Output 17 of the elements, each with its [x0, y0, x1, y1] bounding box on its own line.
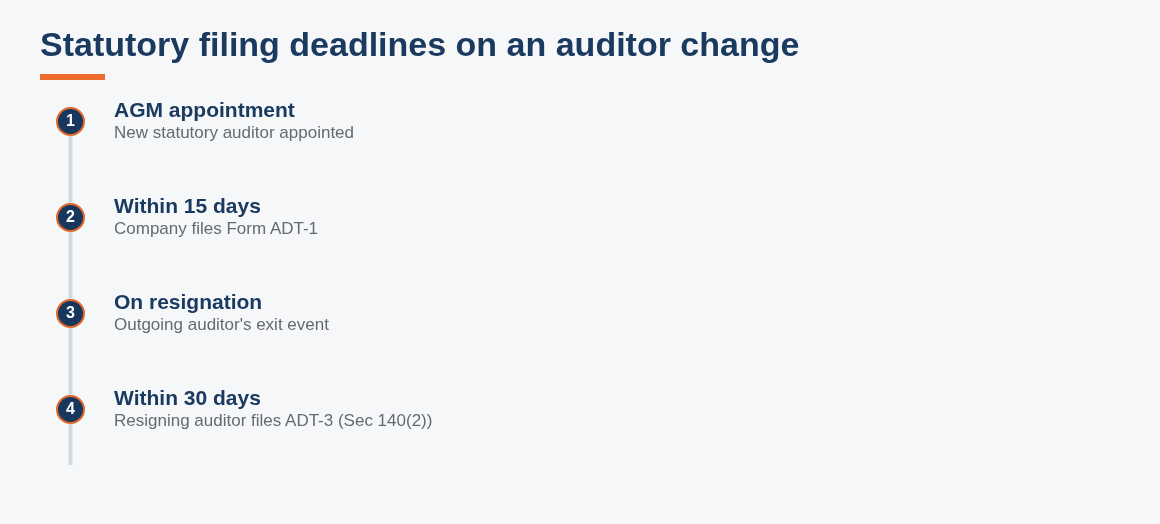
step-description: New statutory auditor appointed — [114, 123, 355, 143]
step-description: Resigning auditor files ADT-3 (Sec 140(2)) — [114, 411, 433, 431]
timeline-line — [68, 423, 73, 465]
step-title: On resignation — [114, 289, 263, 314]
step-title: AGM appointment — [114, 97, 295, 122]
timeline-line — [68, 327, 73, 395]
step-number: 3 — [56, 298, 85, 328]
step-title: Within 15 days — [114, 193, 261, 218]
step-description: Outgoing auditor's exit event — [114, 315, 329, 335]
step-title: Within 30 days — [114, 385, 261, 410]
step-number: 2 — [56, 202, 85, 232]
title: Statutory filing deadlines on an auditor change — [40, 24, 800, 64]
step-description: Company files Form ADT-1 — [114, 219, 319, 239]
step-number: 4 — [56, 394, 85, 424]
step-number: 1 — [56, 106, 85, 136]
timeline-line — [68, 231, 73, 299]
timeline-line — [68, 135, 73, 203]
